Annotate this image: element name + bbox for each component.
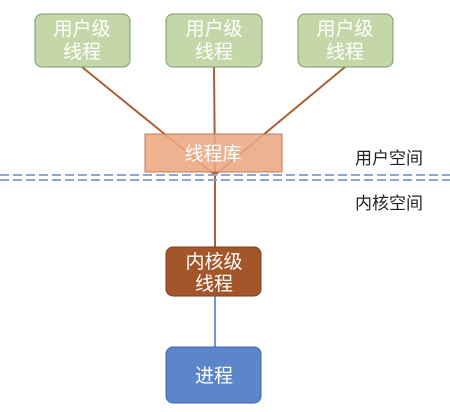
user-thread-2-line1: 用户级 — [185, 18, 242, 40]
thread-library-box — [144, 133, 283, 173]
process-box — [165, 346, 262, 404]
user-space-label: 用户空间 — [355, 149, 423, 169]
kernel-thread: 内核级 线程 — [165, 246, 262, 297]
user-thread-2-box — [165, 13, 263, 68]
user-thread-1-line1: 用户级 — [53, 18, 110, 40]
user-thread-3-box — [297, 13, 394, 68]
process-label: 进程 — [195, 365, 233, 387]
user-thread-2: 用户级 线程 — [165, 13, 263, 68]
user-thread-3: 用户级 线程 — [297, 13, 394, 68]
user-thread-3-line2: 线程 — [326, 41, 364, 63]
thread-library: 线程库 — [144, 133, 283, 173]
user-thread-1: 用户级 线程 — [34, 13, 131, 68]
thread-library-label: 线程库 — [184, 143, 241, 165]
user-thread-3-line1: 用户级 — [316, 18, 373, 40]
kernel-thread-box — [165, 246, 262, 297]
user-thread-1-line2: 线程 — [63, 41, 101, 63]
process: 进程 — [165, 346, 262, 404]
kernel-thread-line2: 线程 — [195, 273, 233, 295]
user-thread-2-line2: 线程 — [195, 41, 233, 63]
user-kernel-boundary — [0, 174, 450, 181]
kernel-space-label: 内核空间 — [355, 194, 423, 214]
user-thread-1-box — [34, 13, 131, 68]
connectors — [81, 66, 346, 347]
kernel-thread-line1: 内核级 — [185, 251, 242, 273]
